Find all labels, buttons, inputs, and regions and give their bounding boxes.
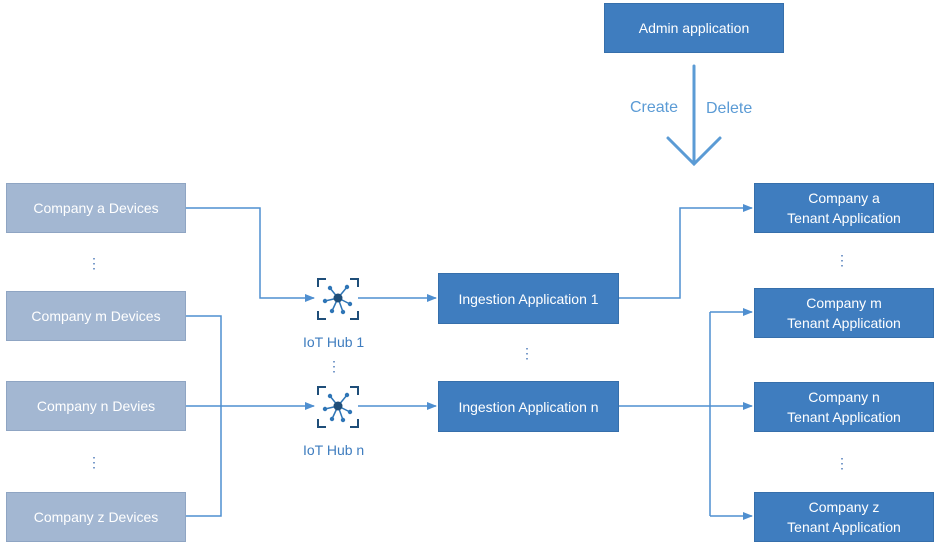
ingestion-label: Ingestion Application 1 bbox=[458, 290, 599, 307]
ingestion-label: Ingestion Application n bbox=[458, 398, 599, 415]
device-label: Company n Devies bbox=[36, 398, 156, 414]
device-label: Company m Devices bbox=[31, 308, 161, 324]
tenant-line-2: Tenant Application bbox=[787, 315, 901, 331]
edge-ingestion-1-to-tenant-a bbox=[619, 204, 753, 299]
ingestion-application-1-box[interactable]: Ingestion Application 1 bbox=[438, 273, 619, 324]
company-z-devices-box[interactable]: Company z Devices bbox=[6, 492, 186, 542]
admin-create-delete-arrow bbox=[666, 64, 722, 167]
iot-hub-icon bbox=[317, 278, 359, 320]
admin-application-label: Admin application bbox=[638, 20, 750, 36]
ellipsis-devices-bottom: ⋮ bbox=[87, 454, 101, 470]
tenant-line-2: Tenant Application bbox=[787, 409, 901, 425]
admin-application-box[interactable]: Admin application bbox=[604, 3, 784, 53]
company-a-devices-box[interactable]: Company a Devices bbox=[6, 183, 186, 233]
tenant-line-1: Company m bbox=[806, 295, 882, 311]
create-label: Create bbox=[630, 99, 679, 116]
device-label: Company a Devices bbox=[33, 200, 159, 216]
company-n-devices-box[interactable]: Company n Devies bbox=[6, 381, 186, 431]
iot-hub-icon bbox=[317, 386, 359, 428]
ingestion-application-n-box[interactable]: Ingestion Application n bbox=[438, 381, 619, 432]
ellipsis-hubs: ⋮ bbox=[327, 358, 341, 374]
delete-label: Delete bbox=[706, 100, 753, 117]
device-label: Company z Devices bbox=[33, 509, 159, 525]
edge-devices-z-to-hub-n bbox=[186, 406, 222, 517]
ellipsis-tenants-top: ⋮ bbox=[835, 252, 849, 268]
company-a-tenant-application-box[interactable]: Company a Tenant Application bbox=[754, 183, 934, 233]
iot-hub-1-label: IoT Hub 1 bbox=[303, 334, 365, 350]
company-m-tenant-application-box[interactable]: Company m Tenant Application bbox=[754, 288, 934, 338]
tenant-line-2: Tenant Application bbox=[787, 519, 901, 535]
tenant-line-1: Company n bbox=[808, 389, 880, 405]
tenant-line-1: Company z bbox=[808, 499, 880, 515]
ellipsis-tenants-bottom: ⋮ bbox=[835, 455, 849, 471]
iot-hub-n-label: IoT Hub n bbox=[303, 442, 365, 458]
company-z-tenant-application-box[interactable]: Company z Tenant Application bbox=[754, 492, 934, 542]
tenant-line-2: Tenant Application bbox=[787, 210, 901, 226]
company-n-tenant-application-box[interactable]: Company n Tenant Application bbox=[754, 382, 934, 432]
tenant-line-1: Company a bbox=[808, 190, 880, 206]
edge-devices-a-to-hub-1 bbox=[186, 207, 315, 302]
edge-devices-m-to-hub-n bbox=[186, 315, 222, 406]
ellipsis-devices-top: ⋮ bbox=[87, 255, 101, 271]
ellipsis-ingestion: ⋮ bbox=[520, 345, 534, 361]
company-m-devices-box[interactable]: Company m Devices bbox=[6, 291, 186, 341]
